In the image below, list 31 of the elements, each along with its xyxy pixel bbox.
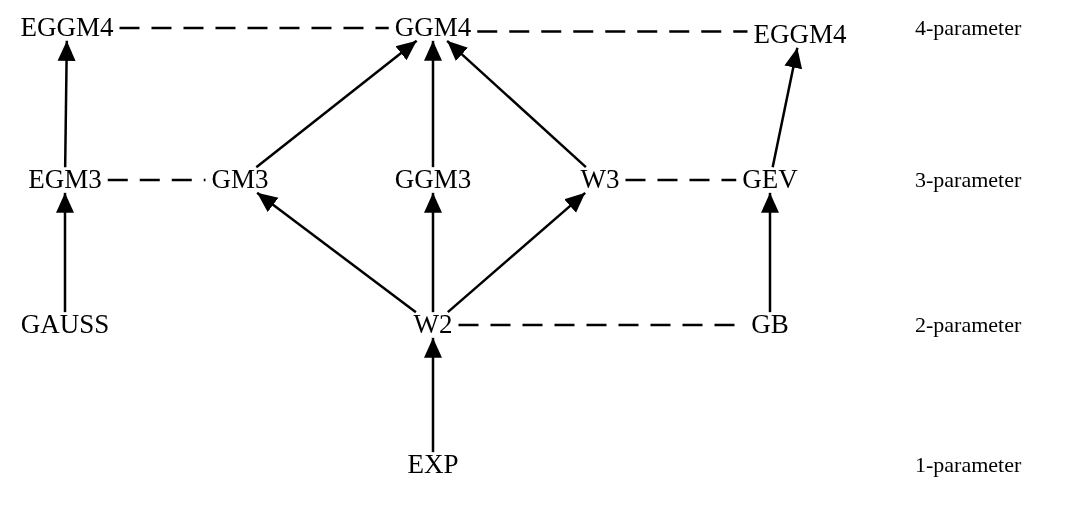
arrow [256,191,417,314]
dashed-line [119,26,389,30]
level-label: 3-parameter [915,167,1022,193]
arrow [56,192,74,313]
model-label: GGM3 [394,164,472,195]
model-label: EGGM4 [753,19,847,50]
arrow [424,337,442,453]
arrow [446,191,587,314]
model-label: EGGM4 [20,12,114,43]
model-label: EGM3 [28,164,102,195]
model-label: GM3 [211,164,269,195]
model-label: EXP [407,449,459,480]
model-label: GGM4 [394,12,472,43]
arrow [57,40,76,168]
model-label: W2 [413,309,453,340]
model-label: GAUSS [20,309,110,340]
dashed-line [625,178,737,182]
model-label: W3 [580,164,620,195]
level-label: 1-parameter [915,452,1022,478]
model-label: GB [751,309,789,340]
level-label: 4-parameter [915,15,1022,41]
arrow [424,192,442,313]
level-label: 2-parameter [915,312,1022,338]
arrow [771,47,803,168]
arrow [446,39,587,169]
arrow [424,40,442,168]
arrow [255,39,418,169]
arrow [761,192,779,313]
dashed-line [477,30,748,33]
dashed-line [107,178,206,182]
model-label: GEV [742,164,798,195]
